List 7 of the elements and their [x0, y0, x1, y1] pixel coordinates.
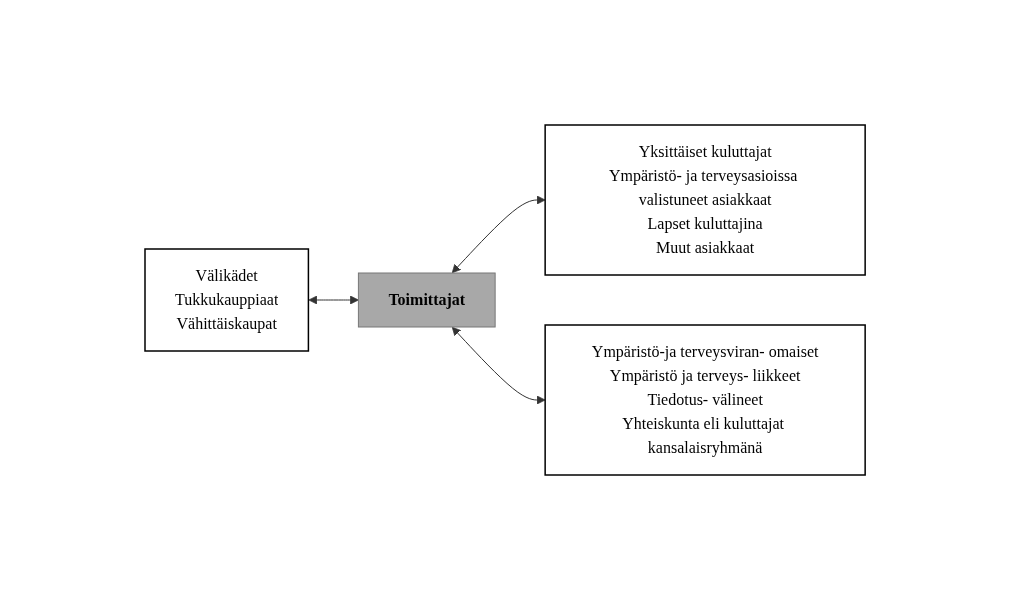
arrow	[451, 195, 546, 273]
node-box: Yksittäiset kuluttajat Ympäristö- ja terveysasioissa valistuneet asiakkaat Lapset kuluttajina Muut asiakkaat	[544, 123, 866, 276]
arrow	[451, 326, 546, 404]
node-box: Ympäristö-ja terveysviran- omaiset Ympäristö ja terveys- liikkeet Tiedotus- välineet Yhteiskunta eli kuluttajat kansalaisryhmänä	[544, 323, 866, 476]
arrow	[308, 295, 359, 304]
node-box: Välikädet Tukkukauppiaat Vähittäiskaupat	[144, 247, 310, 352]
node-box: Toimittajat	[357, 272, 496, 327]
